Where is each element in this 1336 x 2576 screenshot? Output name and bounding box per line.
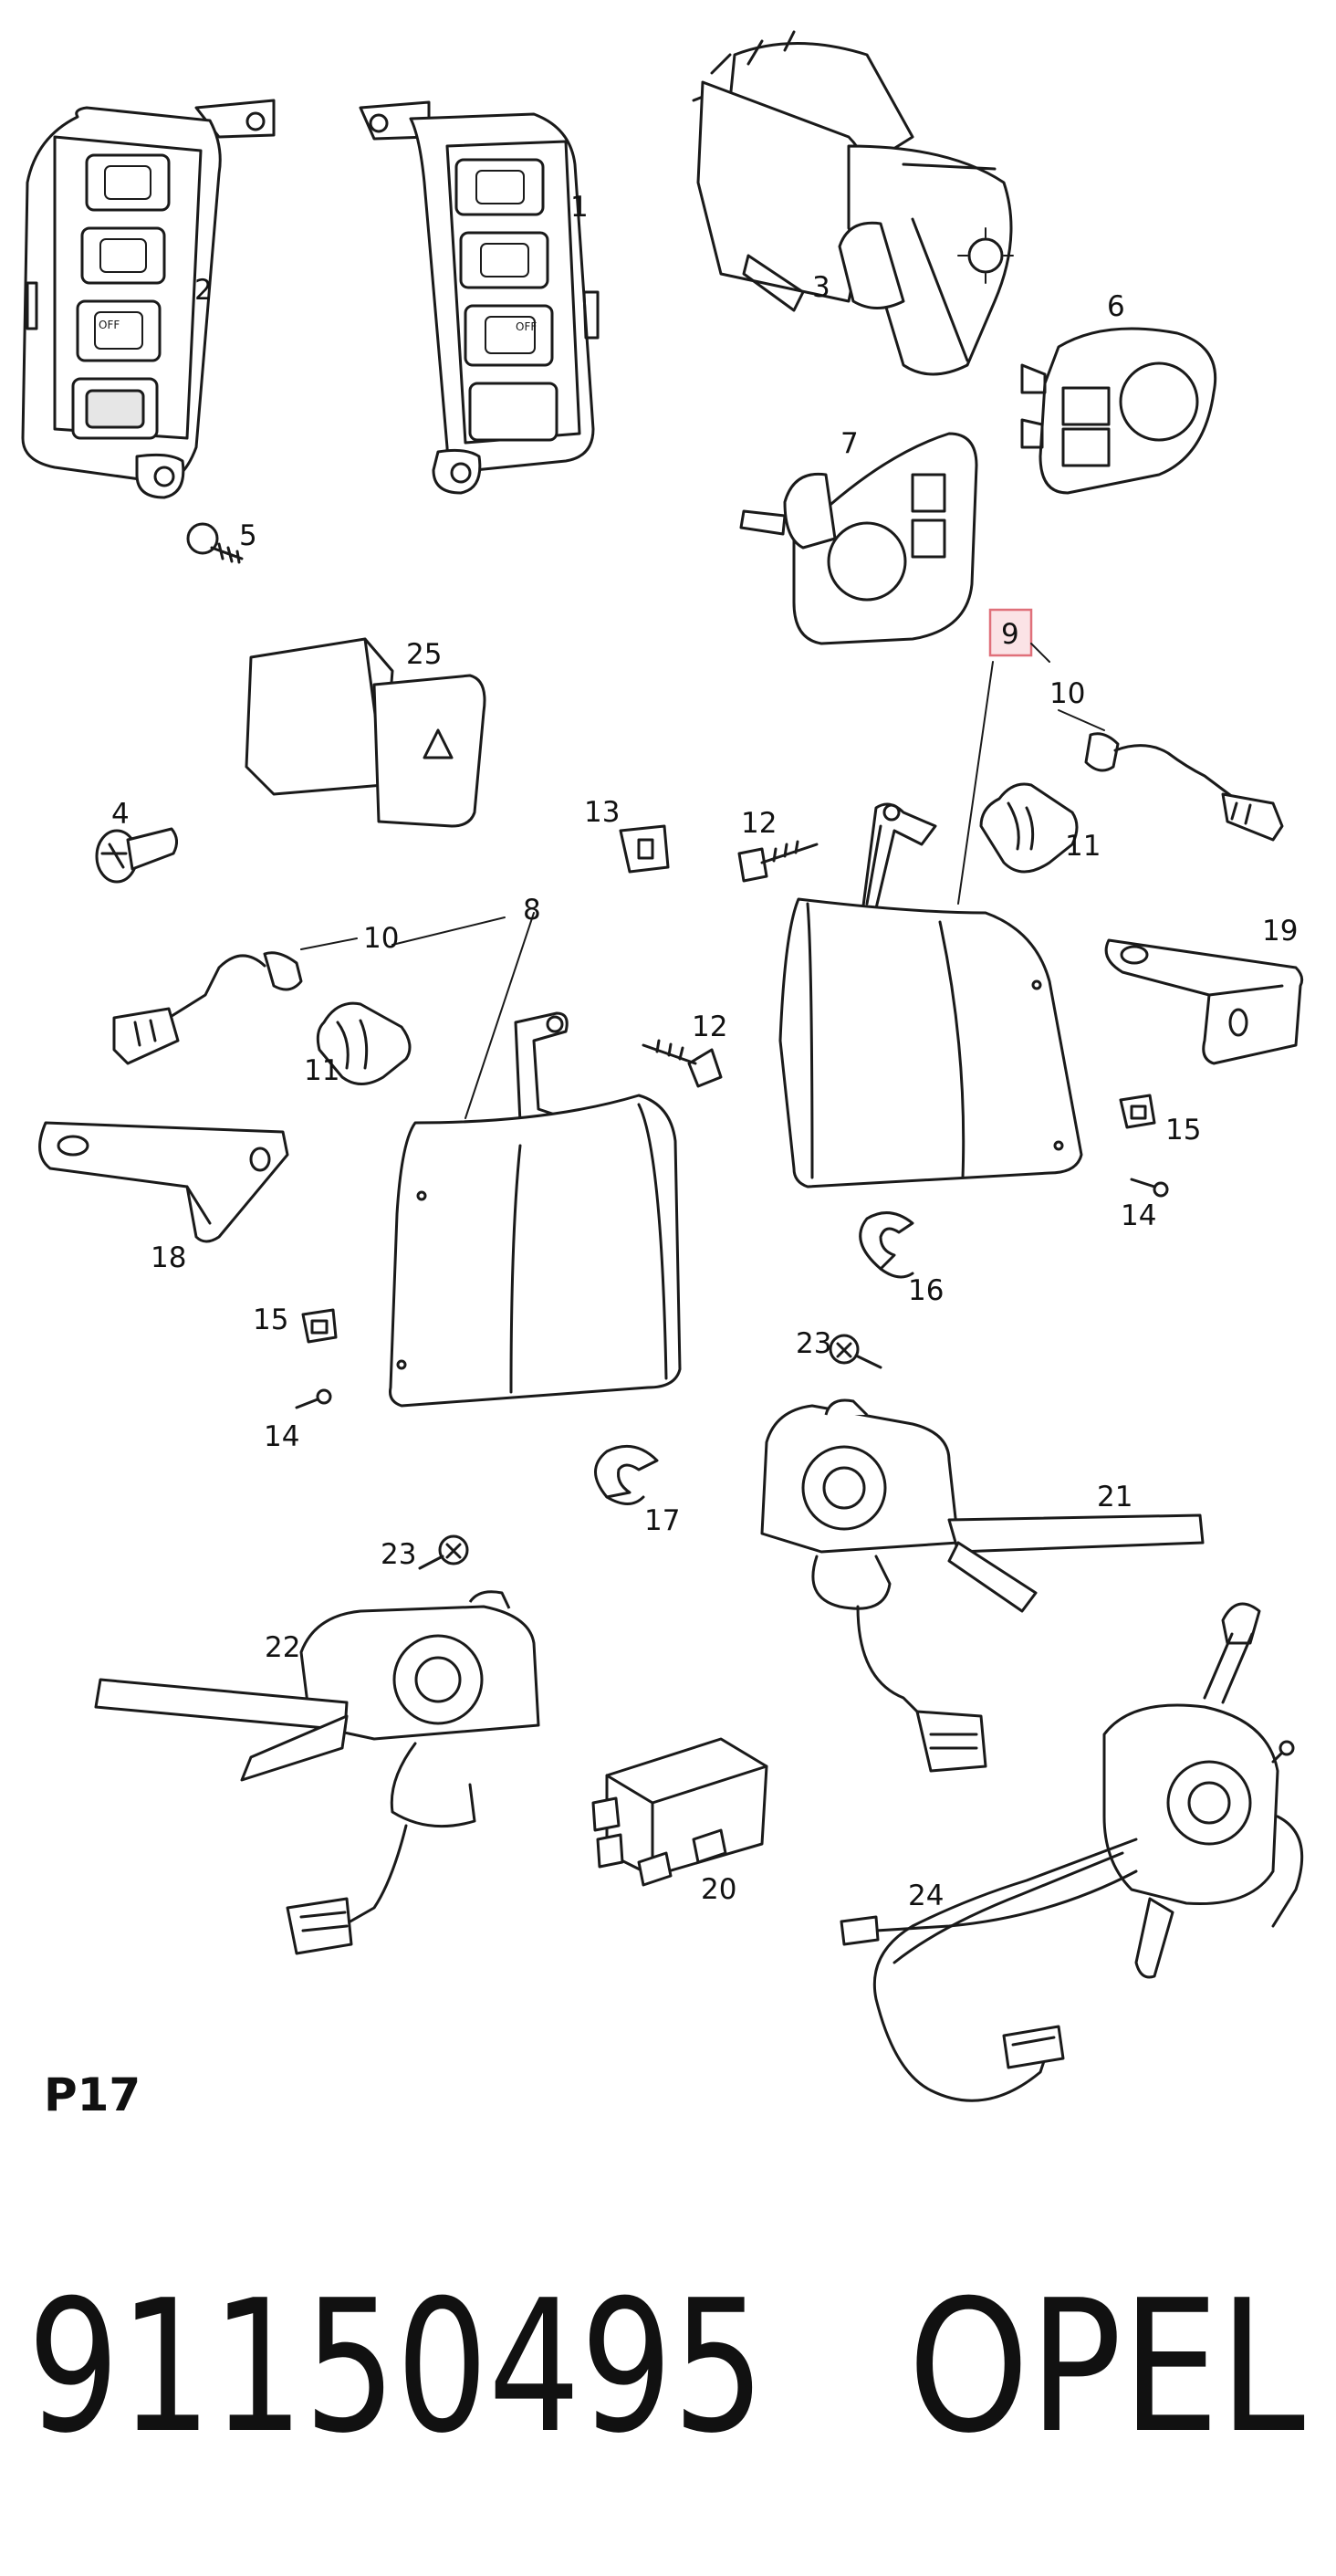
part-12-screw-upper bbox=[737, 840, 819, 883]
callout-labels: 1 2 3 4 5 6 7 8 9 10 10 11 11 12 12 13 1… bbox=[111, 191, 1298, 1912]
callout-8[interactable]: 8 bbox=[523, 894, 541, 927]
callout-22[interactable]: 22 bbox=[265, 1631, 300, 1664]
part-number: 91150495 bbox=[27, 2261, 765, 2474]
callout-9[interactable]: 9 bbox=[1001, 618, 1019, 651]
callout-25[interactable]: 25 bbox=[406, 638, 442, 671]
callout-10-right[interactable]: 10 bbox=[1049, 677, 1085, 710]
part-11-bulb-right bbox=[979, 782, 1079, 874]
part-24-switch-assembly bbox=[840, 1602, 1304, 2102]
part-21-combination-switch bbox=[760, 1398, 1205, 1773]
part-17-ring bbox=[594, 1444, 659, 1505]
callout-4[interactable]: 4 bbox=[111, 798, 130, 831]
callout-18[interactable]: 18 bbox=[151, 1241, 186, 1274]
callout-11-right[interactable]: 11 bbox=[1065, 830, 1101, 863]
part-7-socket bbox=[739, 432, 978, 645]
callout-9-highlight[interactable] bbox=[988, 608, 1033, 657]
part-20-relay bbox=[591, 1737, 768, 1887]
callout-16[interactable]: 16 bbox=[908, 1274, 944, 1307]
callout-23-upper[interactable]: 23 bbox=[796, 1327, 831, 1360]
part-2-switch-panel-left: OFF bbox=[21, 99, 276, 499]
callout-13[interactable]: 13 bbox=[584, 796, 620, 829]
callout-19[interactable]: 19 bbox=[1262, 915, 1298, 948]
part-12-screw-lower bbox=[642, 1039, 723, 1088]
callout-5[interactable]: 5 bbox=[239, 519, 257, 552]
off-symbol-text: OFF bbox=[99, 319, 120, 331]
plate-label: P17 bbox=[44, 2068, 141, 2121]
brand-name: OPEL bbox=[908, 2261, 1305, 2474]
callout-12-upper[interactable]: 12 bbox=[741, 807, 777, 840]
callout-14-left[interactable]: 14 bbox=[264, 1420, 299, 1453]
part-4-plug bbox=[95, 827, 178, 884]
part-15-clip-left bbox=[301, 1308, 338, 1344]
leader-lines bbox=[300, 643, 1105, 1119]
callout-15-right[interactable]: 15 bbox=[1165, 1114, 1201, 1147]
part-3-light-switch bbox=[692, 30, 1014, 376]
callout-12-lower[interactable]: 12 bbox=[692, 1011, 727, 1043]
part-11-bulb-left bbox=[316, 1001, 412, 1085]
part-10-wire-right bbox=[1084, 732, 1284, 842]
part-14-screw-left bbox=[295, 1388, 332, 1409]
callout-6[interactable]: 6 bbox=[1107, 290, 1125, 323]
part-10-wire-left bbox=[112, 951, 303, 1065]
part-13-clip bbox=[619, 824, 670, 874]
part-16-ring bbox=[859, 1211, 914, 1279]
callout-7[interactable]: 7 bbox=[840, 427, 859, 460]
callout-2[interactable]: 2 bbox=[194, 274, 213, 307]
callout-11-left[interactable]: 11 bbox=[304, 1054, 339, 1087]
part-9-corner-lamp bbox=[778, 802, 1083, 1189]
callout-24[interactable]: 24 bbox=[908, 1880, 944, 1912]
callout-1[interactable]: 1 bbox=[570, 191, 589, 224]
off-symbol-text: OFF bbox=[516, 320, 537, 333]
part-23-screw-lower bbox=[418, 1534, 469, 1570]
part-18-bracket bbox=[38, 1121, 289, 1243]
callout-21[interactable]: 21 bbox=[1097, 1481, 1132, 1513]
callout-14-right[interactable]: 14 bbox=[1121, 1199, 1156, 1232]
part-23-screw-upper bbox=[829, 1334, 882, 1369]
part-19-bracket bbox=[1104, 938, 1304, 1065]
callout-10-left[interactable]: 10 bbox=[363, 922, 399, 955]
part-5-screw bbox=[186, 522, 244, 564]
part-14-screw-right bbox=[1130, 1178, 1169, 1198]
part-15-clip-right bbox=[1119, 1094, 1156, 1129]
callout-17[interactable]: 17 bbox=[644, 1504, 680, 1537]
part-25-hazard-switch bbox=[245, 637, 486, 828]
callout-23-lower[interactable]: 23 bbox=[381, 1538, 416, 1571]
part-8-corner-lamp bbox=[389, 1011, 682, 1408]
part-1-switch-panel-right: OFF bbox=[359, 100, 600, 495]
callout-3[interactable]: 3 bbox=[812, 271, 830, 304]
part-22-combination-switch bbox=[94, 1590, 540, 1955]
callout-15-left[interactable]: 15 bbox=[253, 1304, 288, 1336]
callout-20[interactable]: 20 bbox=[701, 1873, 736, 1906]
part-6-socket bbox=[1020, 327, 1217, 495]
